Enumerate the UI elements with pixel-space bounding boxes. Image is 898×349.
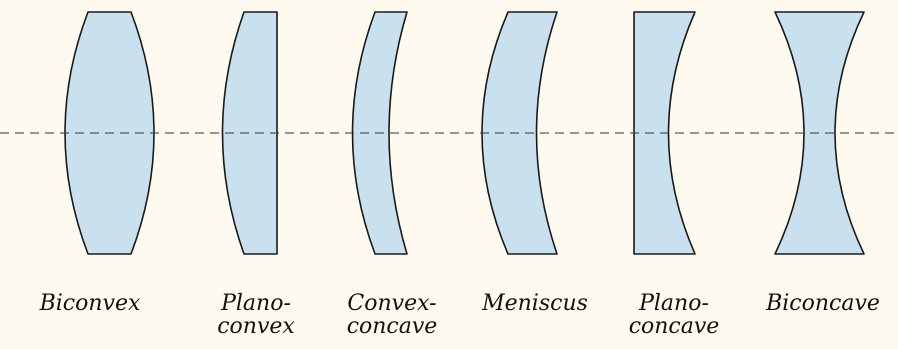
biconcave-lens-shape — [774, 11, 865, 255]
label-plano-concave-line-1: Plano- — [639, 291, 709, 316]
label-plano-convex: Plano- convex — [196, 292, 316, 338]
meniscus-lens-shape — [481, 11, 558, 255]
label-convex-concave: Convex- concave — [330, 292, 454, 338]
label-meniscus: Meniscus — [470, 292, 600, 315]
label-plano-concave: Plano- concave — [612, 292, 736, 338]
plano-convex-lens-shape — [221, 11, 278, 255]
label-plano-convex-line-1: Plano- — [221, 291, 291, 316]
label-convex-concave-line-2: concave — [346, 314, 438, 339]
label-biconcave: Biconcave — [752, 292, 894, 315]
label-plano-convex-line-2: convex — [217, 314, 295, 339]
label-biconcave-line-1: Biconcave — [766, 291, 880, 316]
label-biconvex: Biconvex — [20, 292, 160, 315]
label-biconvex-line-1: Biconvex — [39, 291, 141, 316]
label-meniscus-line-1: Meniscus — [482, 291, 588, 316]
label-plano-concave-line-2: concave — [628, 314, 720, 339]
label-convex-concave-line-1: Convex- — [347, 291, 437, 316]
